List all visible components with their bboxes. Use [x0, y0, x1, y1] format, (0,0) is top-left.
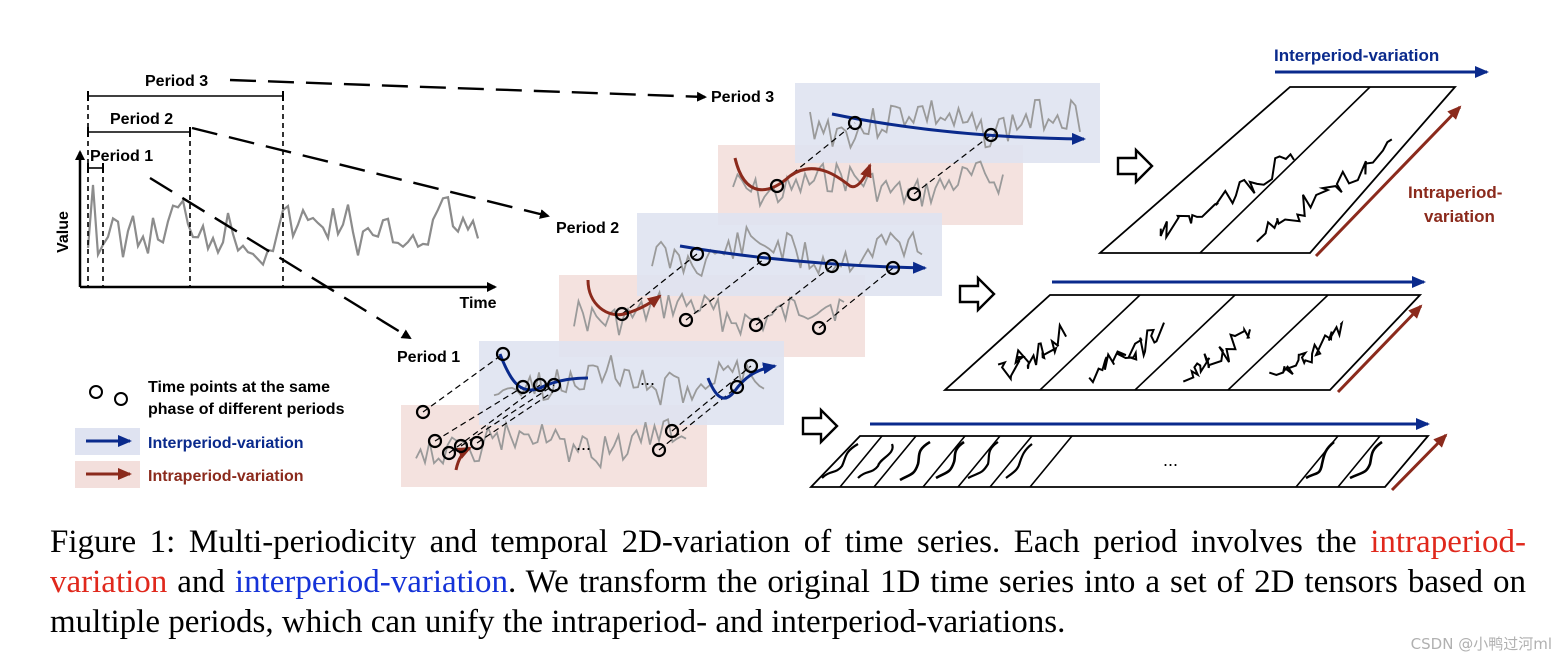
period1-intra-curve: [454, 446, 472, 471]
caption-suffix: . We transform the original 1D time seri…: [50, 564, 1527, 640]
tensor3-intra-label-line2: variation: [1424, 207, 1495, 226]
tensor-divider: [1227, 294, 1329, 391]
phase-links: [422, 122, 992, 454]
x-axis-label: Time: [459, 295, 496, 312]
tensor-divider: [1134, 294, 1236, 391]
transform-arrow-icon: [801, 407, 839, 445]
tensor3-inter-label: Interperiod-variation: [1274, 46, 1439, 65]
period3-blue-trace: [809, 98, 1081, 150]
tensor2-intra-arrow: [1336, 304, 1423, 394]
period3-blue-panel: [795, 83, 1100, 163]
tensor-wiggle: [1088, 322, 1165, 385]
figure-canvas: Value Time Period 3 Period 2 Period 1 Pe…: [55, 46, 1502, 492]
tensor1-ellipsis: ...: [1163, 450, 1178, 470]
stack-period3-label: Period 3: [711, 89, 774, 106]
tensor-divider: [839, 435, 883, 488]
transform-arrows: [801, 147, 1154, 445]
period2-label: Period 2: [110, 111, 173, 128]
tensor-wiggle: [899, 440, 931, 482]
tensor-wiggle: [821, 443, 859, 479]
legend-circle-icon: [114, 392, 128, 406]
tensor-wiggle: [1305, 440, 1335, 480]
legend-same-phase-line2: phase of different periods: [148, 401, 345, 418]
tensor-wiggle: [1005, 443, 1033, 479]
tensor-wiggle: [935, 440, 965, 480]
tensor3-intra-label-line1: Intraperiod-: [1408, 183, 1502, 202]
period1-blue-ellipsis: ...: [640, 369, 655, 389]
tensor-2d-period1: ...: [808, 418, 1448, 492]
period3-label: Period 3: [145, 73, 208, 90]
figure-caption: Figure 1: Multi-periodicity and temporal…: [50, 522, 1526, 642]
legend-intra-label: Intraperiod-variation: [148, 468, 304, 485]
tensor-plane: [808, 435, 1430, 488]
tensor-2d-period3: Interperiod-variation Intraperiod- varia…: [1097, 46, 1502, 258]
legend: Time points at the same phase of differe…: [75, 379, 345, 488]
caption-and: and: [167, 564, 235, 600]
tensor-wiggle: [997, 321, 1067, 382]
tensor-wiggle: [857, 443, 894, 479]
tensor-divider: [1199, 86, 1371, 254]
tensor-divider: [1039, 294, 1141, 391]
period1-red-ellipsis: ...: [576, 434, 591, 454]
tensor-divider: [989, 435, 1033, 488]
period3-intra-curve: [733, 157, 872, 192]
period1-label: Period 1: [90, 148, 153, 165]
period2-blue-trace: [651, 224, 923, 278]
original-series-line: [86, 184, 480, 267]
tensor-wiggle: [1182, 325, 1251, 383]
tensor-wiggle: [1159, 152, 1295, 241]
tensor3-intra-arrow: [1314, 105, 1462, 258]
tensor-wiggle: [1349, 440, 1383, 480]
connector-period3: [229, 78, 707, 102]
period2-red-trace: [573, 289, 845, 338]
stack-period1-label: Period 1: [397, 349, 460, 366]
tensor-plane: [942, 294, 1423, 391]
period1-inter-curve-a: [498, 353, 589, 392]
period2-inter-curve: [679, 244, 927, 274]
caption-inter-term: interperiod-variation: [234, 564, 508, 600]
tensor-divider: [873, 435, 917, 488]
period2-intra-curve: [586, 279, 662, 317]
period-stacks: Period 3 Period 2 Period 1: [397, 83, 1100, 487]
legend-inter-label: Interperiod-variation: [148, 435, 304, 452]
connector-period2: [191, 126, 550, 219]
tensor-divider: [957, 435, 1001, 488]
tensor-wiggle: [1268, 320, 1344, 377]
watermark: CSDN @小鸭过河ml: [1410, 635, 1552, 653]
legend-circle-icon: [89, 385, 103, 399]
period1-blue-trace: [493, 355, 765, 406]
legend-same-phase-line1: Time points at the same: [148, 379, 330, 396]
caption-intra-term: intraperiod-variation: [50, 524, 1526, 600]
tensor-divider: [1029, 435, 1073, 488]
transform-arrow-icon: [1116, 147, 1154, 185]
phase-points: [415, 115, 999, 461]
tensor-divider: [922, 435, 966, 488]
tensor-plane: [1097, 86, 1457, 254]
tensor-2d-period2: [942, 276, 1426, 394]
caption-prefix: Figure 1: Multi-periodicity and temporal…: [50, 524, 1371, 560]
stack-period2-label: Period 2: [556, 220, 619, 237]
original-series-plot: Value Time Period 3 Period 2 Period 1: [55, 73, 497, 312]
tensor-divider: [1337, 435, 1381, 488]
tensor1-intra-arrow: [1390, 433, 1448, 492]
transform-arrow-icon: [958, 275, 996, 313]
connector-arrows: [149, 78, 707, 340]
tensor-wiggle: [1256, 138, 1393, 243]
connector-period1: [149, 176, 412, 340]
tensor-wiggle: [967, 441, 999, 479]
y-axis-label: Value: [55, 211, 72, 253]
period2-blue-panel: [637, 213, 942, 296]
